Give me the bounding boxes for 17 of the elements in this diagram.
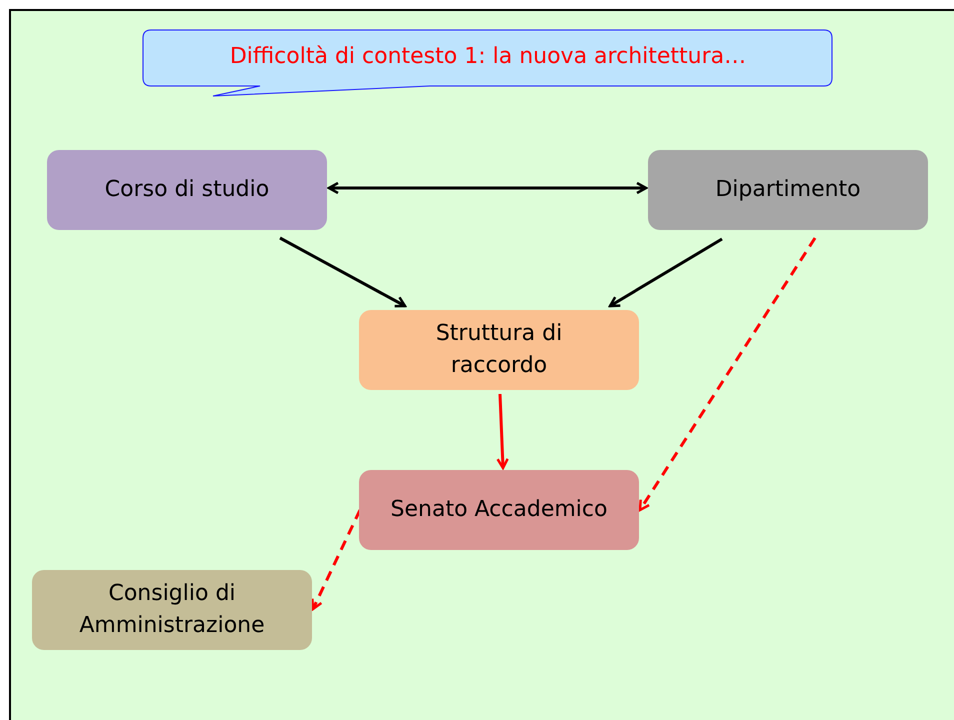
arrow bbox=[328, 182, 648, 194]
node-label: Dipartimento bbox=[715, 176, 861, 204]
arrow bbox=[279, 236, 406, 308]
node-label: Struttura di raccordo bbox=[434, 320, 564, 380]
process-box bbox=[648, 150, 928, 230]
node-label: Consiglio di Amministrazione bbox=[78, 580, 266, 640]
process-box bbox=[47, 150, 327, 230]
title: Difficoltà di contesto 1: la nuova architettura… bbox=[228, 43, 748, 71]
node-label: Senato Accademico bbox=[390, 496, 608, 524]
arrow bbox=[311, 509, 362, 610]
node-label: Corso di studio bbox=[104, 176, 270, 204]
arrow bbox=[496, 394, 509, 470]
arrow bbox=[638, 237, 816, 512]
process-box bbox=[359, 470, 639, 550]
process-box bbox=[32, 570, 312, 650]
process-box bbox=[359, 310, 639, 390]
arrow bbox=[608, 238, 723, 308]
